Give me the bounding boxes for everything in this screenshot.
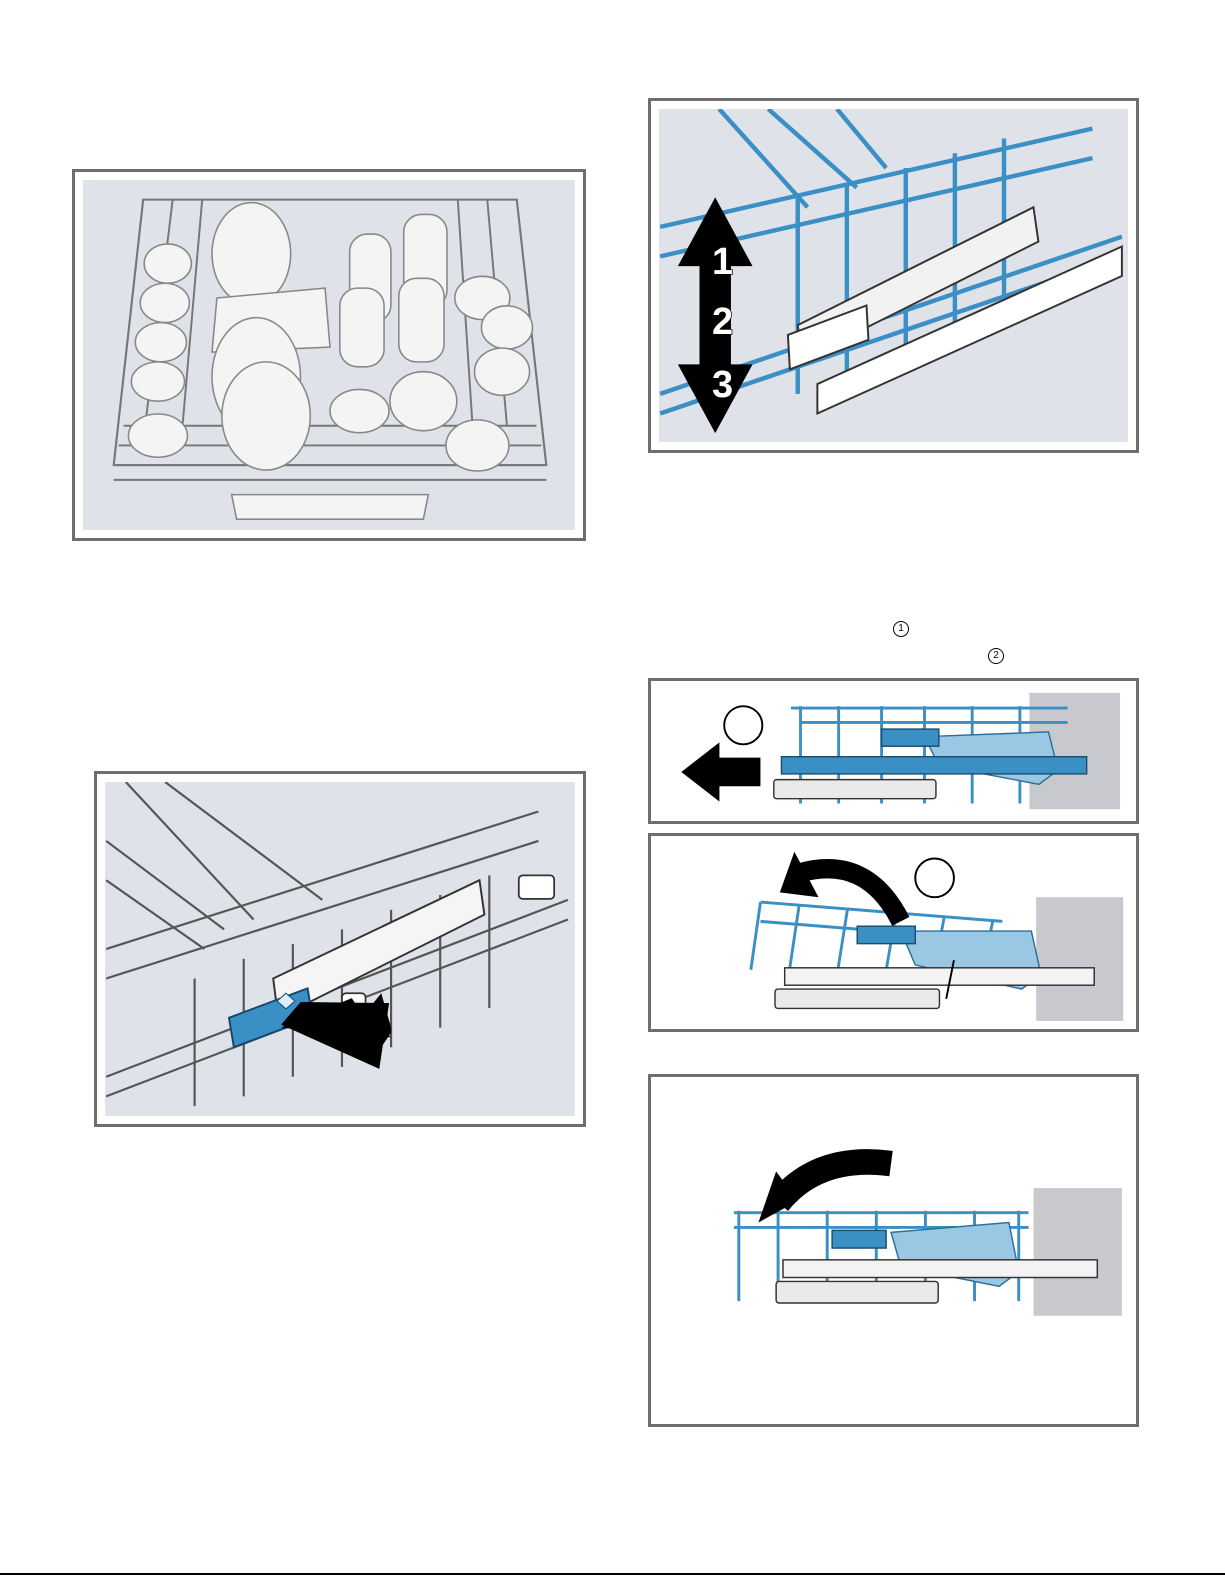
pull-rack-out-illustration xyxy=(659,689,1128,813)
callout-2: 2 xyxy=(988,648,1004,664)
figure-tilt-up-panel xyxy=(659,844,1128,1021)
figure-insert-panel xyxy=(659,1085,1128,1416)
figure-pull-out xyxy=(648,678,1139,824)
level-label-3: 3 xyxy=(712,364,733,407)
loaded-upper-rack-illustration xyxy=(83,180,575,530)
level-label-1: 1 xyxy=(712,241,733,284)
figure-press-lever xyxy=(94,771,586,1127)
footer-rule xyxy=(0,1573,1225,1575)
figure-height-levels-panel: 1 2 3 xyxy=(659,109,1128,442)
figure-upper-rack-panel xyxy=(83,180,575,530)
figure-insert xyxy=(648,1074,1139,1427)
press-lever-illustration xyxy=(105,782,575,1116)
figure-height-levels: 1 2 3 xyxy=(648,98,1139,453)
tilt-rack-up-illustration xyxy=(659,844,1128,1021)
figure-upper-rack xyxy=(72,169,586,541)
insert-rack-illustration xyxy=(659,1085,1128,1416)
figure-tilt-up xyxy=(648,833,1139,1032)
level-label-2: 2 xyxy=(712,301,733,344)
figure-pull-out-panel xyxy=(659,689,1128,813)
callout-1: 1 xyxy=(893,621,909,637)
figure-press-lever-panel xyxy=(105,782,575,1116)
